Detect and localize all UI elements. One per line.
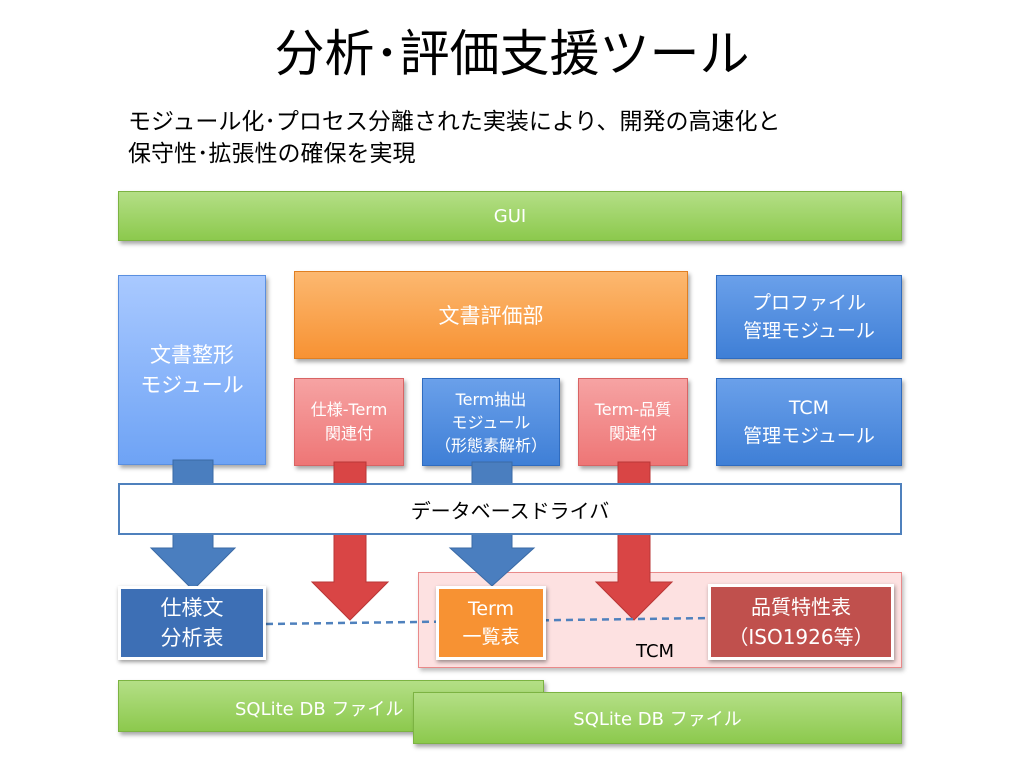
database-driver-label: データベースドライバ xyxy=(410,498,610,523)
dashed-connector xyxy=(265,616,713,626)
sqlite-left-label: SQLite DB ファイル xyxy=(235,699,404,720)
tcm-label: TCM xyxy=(636,641,675,662)
doc-format-module: 文書整形 モジュール xyxy=(118,275,266,465)
subtitle: モジュール化･プロセス分離された実装により、開発の高速化と 保守性･拡張性の確保… xyxy=(128,106,928,170)
spec-term-line-2: 関連付 xyxy=(324,424,373,443)
term-list-line-1: Term xyxy=(467,598,515,620)
term-quality-module: Term-品質 関連付 xyxy=(578,378,688,466)
spec-analysis-table: 仕様文 分析表 xyxy=(118,586,266,660)
database-driver: データベースドライバ xyxy=(118,483,902,535)
arrow-spec-term-down xyxy=(310,461,390,621)
term-list-line-2: 一覧表 xyxy=(462,626,520,648)
term-list-table: Term 一覧表 xyxy=(436,586,546,660)
gui-bar: GUI xyxy=(118,191,902,241)
doc-eval-label: 文書評価部 xyxy=(438,304,544,328)
doc-format-line-1: 文書整形 xyxy=(150,343,234,367)
gui-label: GUI xyxy=(493,205,527,227)
profile-line-2: 管理モジュール xyxy=(743,320,875,342)
doc-eval-section: 文書評価部 xyxy=(294,271,688,359)
spec-term-line-1: 仕様-Term xyxy=(310,400,388,419)
spec-term-module: 仕様-Term 関連付 xyxy=(294,378,404,466)
subtitle-line-2: 保守性･拡張性の確保を実現 xyxy=(128,141,416,167)
term-extract-module: Term抽出 モジュール （形態素解析） xyxy=(422,378,560,466)
tcm-module: TCM 管理モジュール xyxy=(716,378,902,466)
quality-characteristics-table: 品質特性表 （ISO1926等） xyxy=(708,584,894,660)
tcm-module-line-1: TCM xyxy=(788,397,830,419)
page-title: 分析･評価支援ツール xyxy=(274,25,750,83)
spec-table-line-1: 仕様文 xyxy=(160,596,224,620)
sqlite-right-label: SQLite DB ファイル xyxy=(573,709,742,730)
doc-format-line-2: モジュール xyxy=(140,373,244,397)
tcm-module-line-2: 管理モジュール xyxy=(743,425,875,447)
term-extract-line-3: （形態素解析） xyxy=(434,435,547,455)
quality-table-line-2: （ISO1926等） xyxy=(728,625,874,649)
quality-table-line-1: 品質特性表 xyxy=(751,595,851,619)
sqlite-file-right: SQLite DB ファイル xyxy=(413,692,902,744)
subtitle-line-1: モジュール化･プロセス分離された実装により、開発の高速化と xyxy=(128,109,781,135)
term-quality-line-2: 関連付 xyxy=(608,424,657,443)
spec-table-line-2: 分析表 xyxy=(160,626,224,650)
term-extract-line-2: モジュール xyxy=(451,412,531,432)
term-extract-line-1: Term抽出 xyxy=(455,389,527,409)
term-quality-line-1: Term-品質 xyxy=(594,400,672,419)
profile-line-1: プロファイル xyxy=(751,292,866,314)
arrow-term-quality-down xyxy=(594,461,674,621)
profile-module: プロファイル 管理モジュール xyxy=(716,275,902,359)
